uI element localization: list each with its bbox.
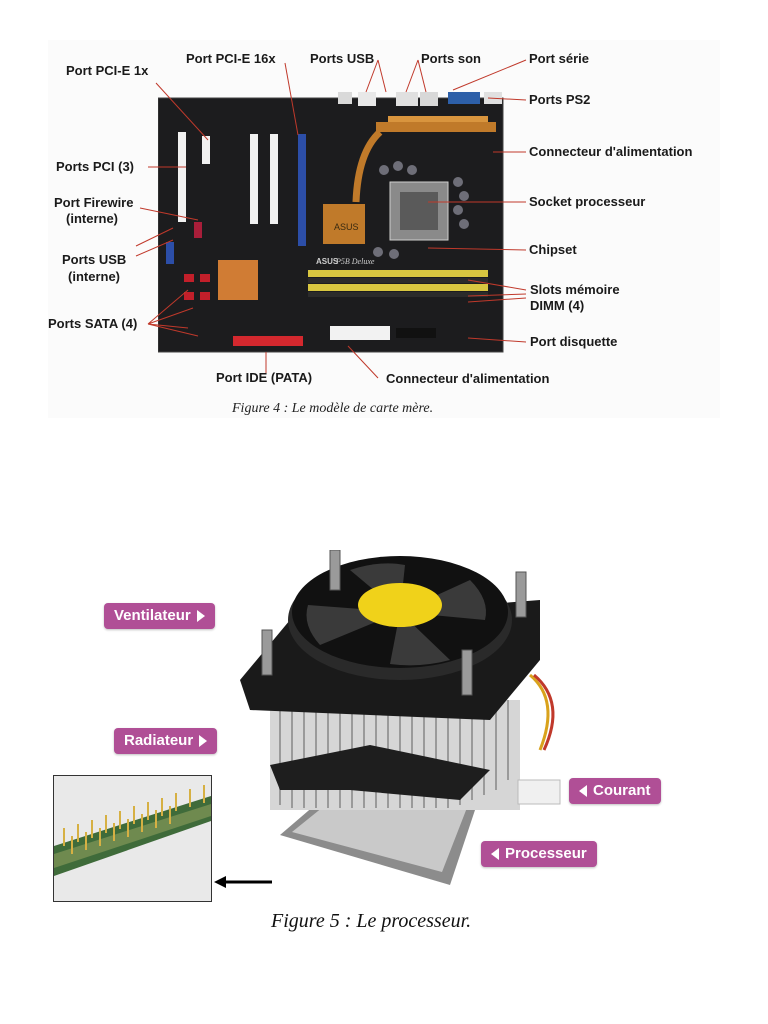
label-slots: Slots mémoire bbox=[530, 282, 620, 297]
motherboard-figure: ASUS P5B Deluxe A bbox=[48, 40, 720, 418]
label-firewire: Port Firewire bbox=[54, 195, 134, 210]
label-alim-top: Connecteur d'alimentation bbox=[529, 144, 693, 159]
arrow-left-icon bbox=[579, 785, 587, 797]
label-sata: Ports SATA (4) bbox=[48, 316, 138, 331]
courant-text: Courant bbox=[593, 782, 651, 799]
courant-label: Courant bbox=[569, 778, 661, 804]
label-alim-bottom: Connecteur d'alimentation bbox=[386, 371, 550, 386]
label-usb-interne-2: (interne) bbox=[68, 269, 120, 284]
label-pci: Ports PCI (3) bbox=[56, 159, 135, 174]
svg-text:ASUS: ASUS bbox=[334, 222, 359, 232]
arrow-right-icon bbox=[199, 735, 208, 747]
radiateur-text: Radiateur bbox=[124, 732, 194, 749]
arrow-right-icon bbox=[196, 610, 205, 622]
figure4-caption: Figure 4 : Le modèle de carte mère. bbox=[232, 401, 434, 416]
leader-lines bbox=[135, 59, 527, 379]
label-firewire-interne: (interne) bbox=[66, 211, 118, 226]
label-ps2: Ports PS2 bbox=[529, 92, 591, 107]
label-usb-interne: Ports USB bbox=[62, 252, 127, 267]
label-socket: Socket processeur bbox=[529, 194, 646, 209]
cpu-pins-image bbox=[54, 776, 211, 901]
cpu-cooler-image bbox=[240, 550, 561, 885]
arrow-left-icon bbox=[214, 876, 272, 888]
label-pcie1x: Port PCI-E 1x bbox=[66, 63, 149, 78]
svg-text:ASUS: ASUS bbox=[316, 257, 339, 266]
ventilateur-label: Ventilateur bbox=[104, 603, 215, 629]
processeur-text: Processeur bbox=[505, 845, 587, 862]
label-usb: Ports USB bbox=[310, 51, 375, 66]
label-dimm: DIMM (4) bbox=[530, 298, 585, 313]
svg-text:P5B Deluxe: P5B Deluxe bbox=[335, 257, 375, 266]
label-disquette: Port disquette bbox=[530, 334, 618, 349]
label-chipset: Chipset bbox=[529, 242, 577, 257]
processeur-label: Processeur bbox=[481, 841, 597, 867]
label-pcie16x: Port PCI-E 16x bbox=[186, 51, 276, 66]
motherboard-image: ASUS P5B Deluxe A bbox=[158, 92, 504, 353]
label-serie: Port série bbox=[529, 51, 589, 66]
radiateur-label: Radiateur bbox=[114, 728, 218, 754]
cpu-pins-inset bbox=[53, 775, 212, 902]
label-ide: Port IDE (PATA) bbox=[216, 370, 313, 385]
arrow-left-icon bbox=[491, 848, 499, 860]
ventilateur-text: Ventilateur bbox=[114, 607, 191, 624]
figure5-caption: Figure 5 : Le processeur. bbox=[271, 910, 472, 932]
label-son: Ports son bbox=[421, 51, 481, 66]
